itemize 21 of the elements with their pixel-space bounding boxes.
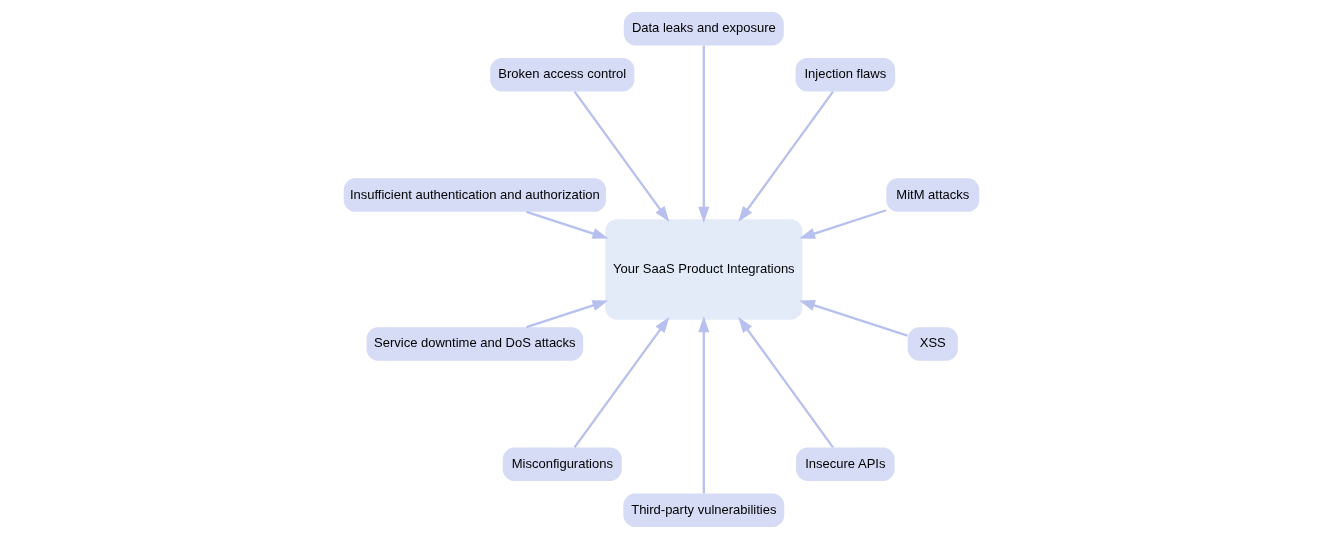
node-box: Your SaaS Product Integrations (604, 219, 802, 320)
arrow (737, 91, 834, 223)
arrow (573, 91, 669, 223)
arrow (798, 209, 887, 239)
arrow (697, 316, 709, 494)
node-box: Broken access control (489, 58, 634, 92)
node-box: Misconfigurations (502, 447, 622, 481)
arrow (737, 316, 834, 448)
arrow (697, 45, 709, 223)
node-box: XSS (907, 327, 958, 361)
node-box: Insufficient authentication and authorization (343, 178, 606, 212)
node-box: Data leaks and exposure (623, 12, 784, 46)
node-box: Service downtime and DoS attacks (366, 327, 583, 361)
arrow (573, 316, 669, 448)
node-box: Injection flaws (795, 58, 895, 92)
node-box: MitM attacks (885, 178, 979, 212)
arrow (525, 210, 608, 239)
node-box: Insecure APIs (795, 447, 895, 481)
arrow (798, 300, 908, 337)
arrow (525, 300, 608, 329)
node-box: Third-party vulnerabilities (622, 493, 784, 527)
